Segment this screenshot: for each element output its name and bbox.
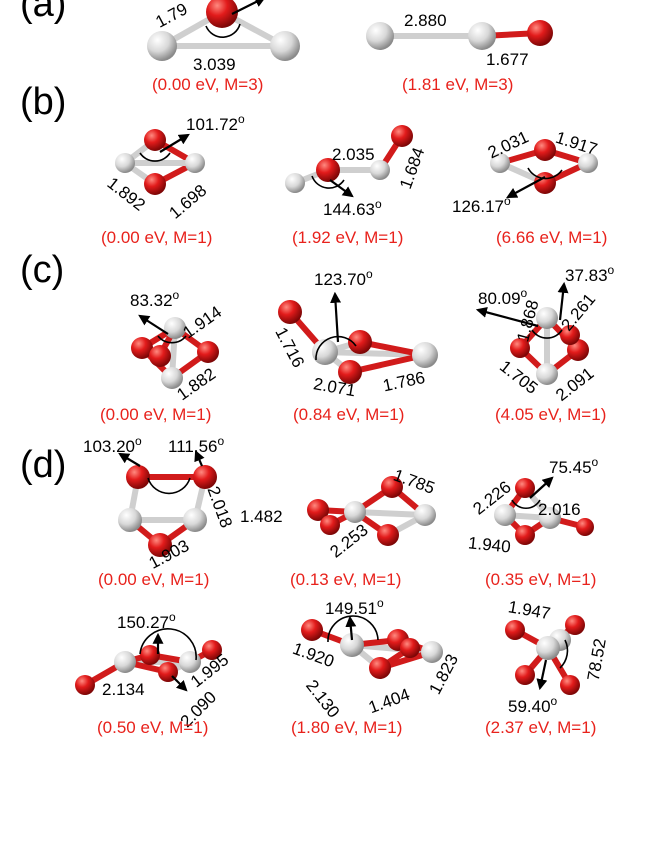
bond-length: 1.920 [290,639,336,671]
bond-length: 1.947 [507,597,552,623]
bond-length: 2.880 [404,11,447,30]
structure-d1: 103.20o 111.56o 2.018 1.903 [83,434,236,573]
structure-d3: 2.226 75.45o 2.016 1.940 [467,455,598,557]
energy-label: (0.13 eV, M=1) [290,570,401,589]
bond-length: 2.130 [302,676,343,721]
bond-length: 1.940 [467,533,511,556]
panel-label-c: (c) [20,249,64,291]
bond-angle: 37.83o [565,263,615,285]
energy-label: (2.37 eV, M=1) [485,718,596,737]
bond-length: 1.404 [366,685,412,717]
structure-d5: 149.51o 1.920 2.130 1.404 1.823 [290,596,462,721]
energy-label: (0.35 eV, M=1) [485,570,596,589]
panel-label-d: (d) [20,444,66,486]
bond-length: 2.035 [332,145,375,164]
bond-length: 2.134 [102,680,145,699]
bond-length: 1.716 [271,324,308,370]
bond-angle: 111.56o [168,434,224,456]
bond-angle: 101.72o [186,112,245,134]
structure-c1: 83.32o 1.914 1.882 [130,288,225,404]
energy-label: (0.00 eV, M=1) [101,228,212,247]
energy-label: (1.81 eV, M=3) [402,75,513,94]
bond-length: 1.914 [179,302,225,342]
bond-angle: 83.32o [130,288,180,310]
bond-angle: 126.17o [452,194,511,216]
energy-label: (0.50 eV, M=1) [97,718,208,737]
structure-d2: 1.482 1.785 2.253 [240,465,437,561]
energy-label: (0.00 eV, M=1) [98,570,209,589]
energy-label: (1.92 eV, M=1) [292,228,403,247]
structure-b2: 2.035 1.684 144.63o [285,125,428,219]
bond-length: 1.79 [152,0,190,32]
energy-label: (0.00 eV, M=1) [100,405,211,424]
bond-length: 2.091 [552,364,597,405]
bond-length: 1.892 [104,174,149,215]
bond-angle: 103.20o [83,434,142,456]
bond-angle: 123.70o [314,267,373,289]
bond-length: 1.698 [165,181,210,223]
bond-angle: 80.09o [478,286,528,308]
bond-length: 1.684 [396,145,428,191]
structure-b1: 101.72o 1.892 1.698 [104,112,245,223]
bond-angle: 150.27o [117,610,176,632]
bond-angle: 149.51o [325,596,384,618]
energy-label: (6.66 eV, M=1) [496,228,607,247]
bond-angle: 78.52 [584,637,610,682]
bond-length: 2.018 [204,484,236,530]
bond-angle: 75.45o [549,455,599,477]
panel-label-a: (a) [20,0,66,25]
structure-d4: 150.27o 1.995 2.134 2.090 [75,610,232,731]
energy-label: (1.80 eV, M=1) [291,718,402,737]
bond-length: 1.786 [381,368,427,395]
bond-angle: 59.40o [508,694,558,716]
structure-c3: 80.09o 37.83o 1.868 2.261 1.705 2.091 [475,263,615,405]
structure-c2: 123.70o 1.716 2.071 1.786 [271,267,438,400]
structure-d6: 1.947 78.52 59.40o [505,597,610,716]
bond-length: 1.677 [486,50,529,69]
energy-label: (0.84 eV, M=1) [293,405,404,424]
bond-length: 3.039 [193,55,236,74]
bond-length: 2.016 [538,500,581,519]
bond-angle: 144.63o [323,197,382,219]
structure-a2: 2.880 1.677 [366,11,553,69]
structure-a1: 1.79 3.039 [147,0,300,74]
panel-label-b: (b) [20,81,66,123]
structure-b3: 2.031 1.917 126.17o [452,127,600,216]
energy-label: (4.05 eV, M=1) [495,405,606,424]
energy-label: (0.00 eV, M=3) [152,75,263,94]
bond-length: 1.482 [240,507,283,526]
